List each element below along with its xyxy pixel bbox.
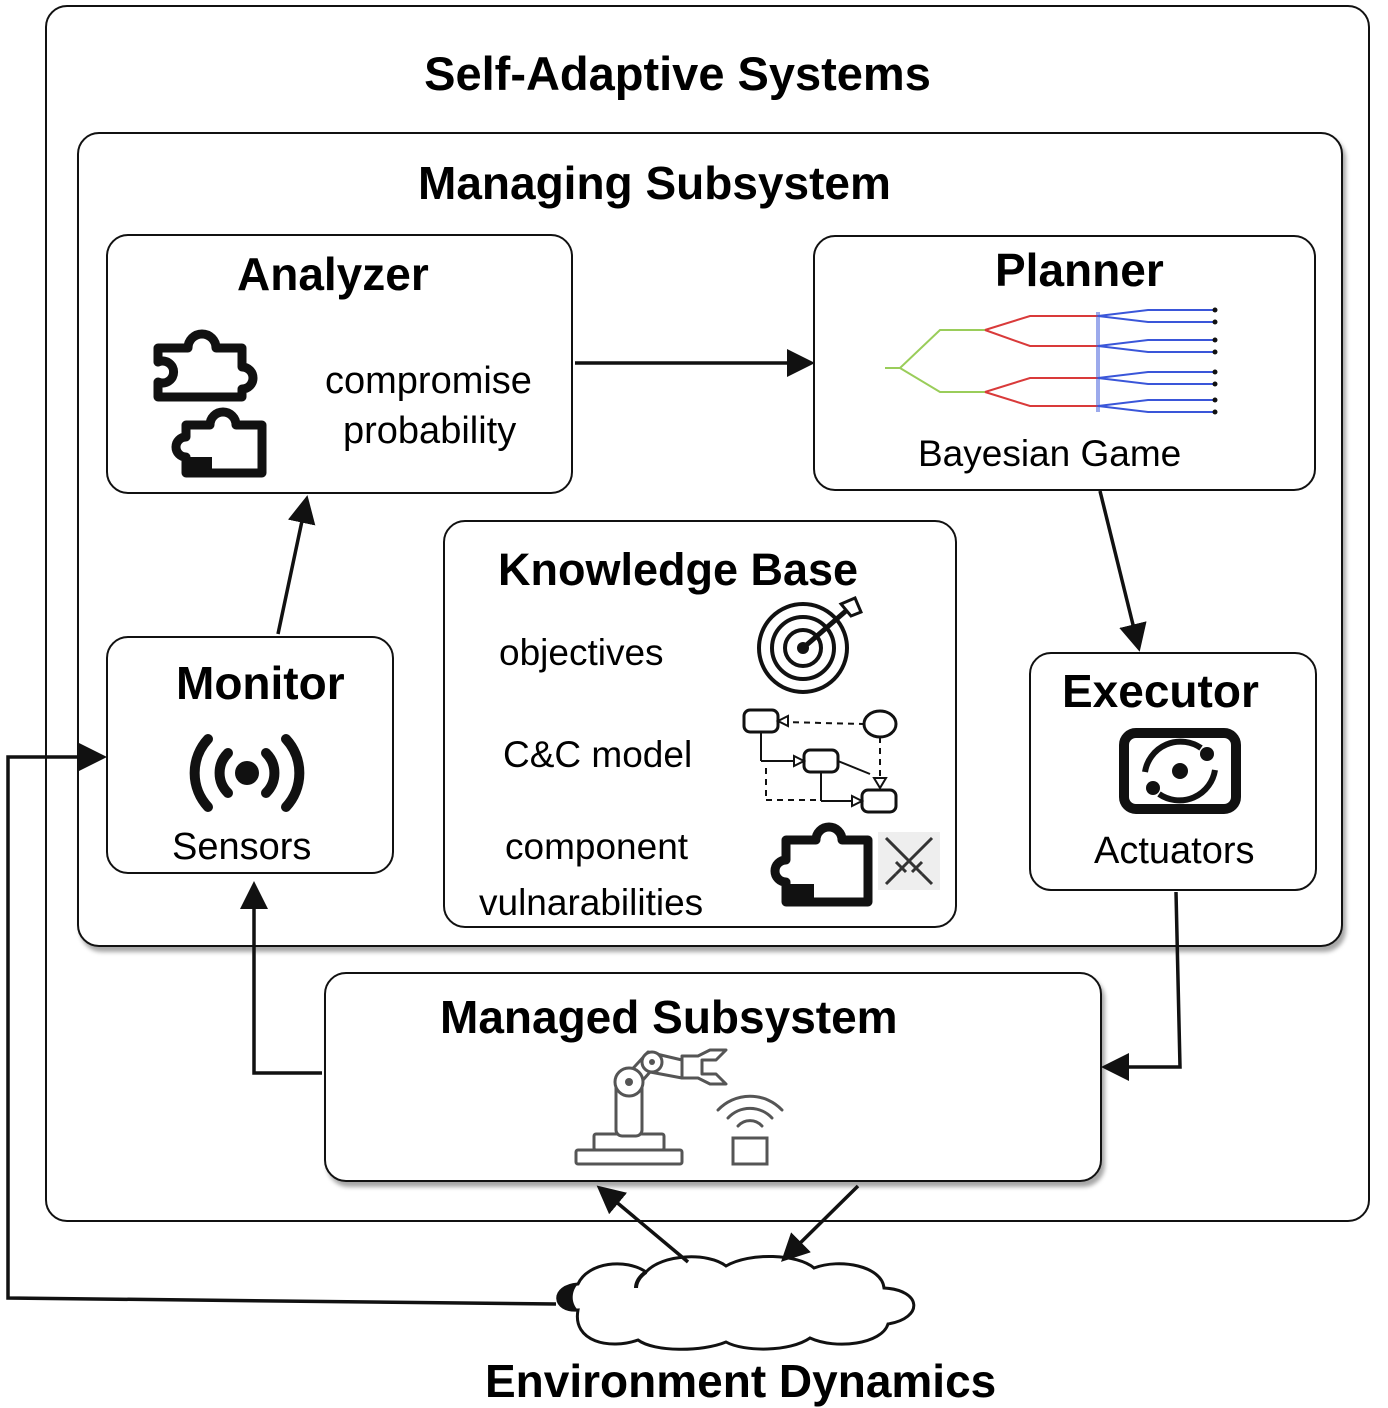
knowledge-base-title: Knowledge Base [498, 544, 859, 595]
analyzer-caption-line2: probability [343, 410, 517, 452]
cloud-icon [556, 1255, 916, 1351]
planner-title: Planner [995, 244, 1164, 296]
kb-item-objectives: objectives [499, 632, 664, 673]
analyzer-title: Analyzer [237, 248, 429, 300]
wireless-device-icon [716, 1094, 784, 1166]
kb-item-cc-model: C&C model [503, 734, 693, 775]
robot-arm-icon [574, 1048, 728, 1166]
monitor-box [106, 636, 394, 874]
planner-caption: Bayesian Game [918, 433, 1182, 474]
planner-to-executor-arrow [1098, 490, 1147, 652]
target-icon [757, 596, 863, 694]
broadcast-icon [189, 734, 305, 812]
executor-to-managed-arrow [1101, 891, 1182, 1081]
game-tree-icon [885, 307, 1218, 415]
environment-to-monitor-arrow [6, 743, 557, 1306]
cc-model-icon [742, 708, 898, 814]
actuator-icon [1119, 728, 1241, 814]
environment-to-managed-arrow [596, 1185, 690, 1264]
swords-icon [878, 832, 940, 890]
executor-caption: Actuators [1094, 830, 1255, 872]
managed-subsystem-title: Managed Subsystem [440, 991, 898, 1043]
managing-subsystem-title: Managing Subsystem [418, 157, 891, 209]
diagram-title: Self-Adaptive Systems [424, 47, 931, 100]
environment-title: Environment Dynamics [485, 1355, 997, 1407]
monitor-caption: Sensors [172, 826, 312, 868]
monitor-to-analyzer-arrow [276, 495, 316, 635]
puzzle-icon [153, 329, 267, 478]
planner-box [813, 235, 1316, 491]
managed-to-environment-arrow [781, 1184, 860, 1262]
kb-item-component: component [505, 826, 689, 867]
executor-title: Executor [1062, 665, 1259, 717]
monitor-title: Monitor [176, 657, 345, 709]
analyzer-caption-line1: compromise [325, 360, 532, 402]
kb-item-vulnerabilities: vulnarabilities [479, 882, 704, 923]
vulnerable-component-icon [770, 822, 873, 907]
managed-to-monitor-arrow [240, 881, 322, 1075]
